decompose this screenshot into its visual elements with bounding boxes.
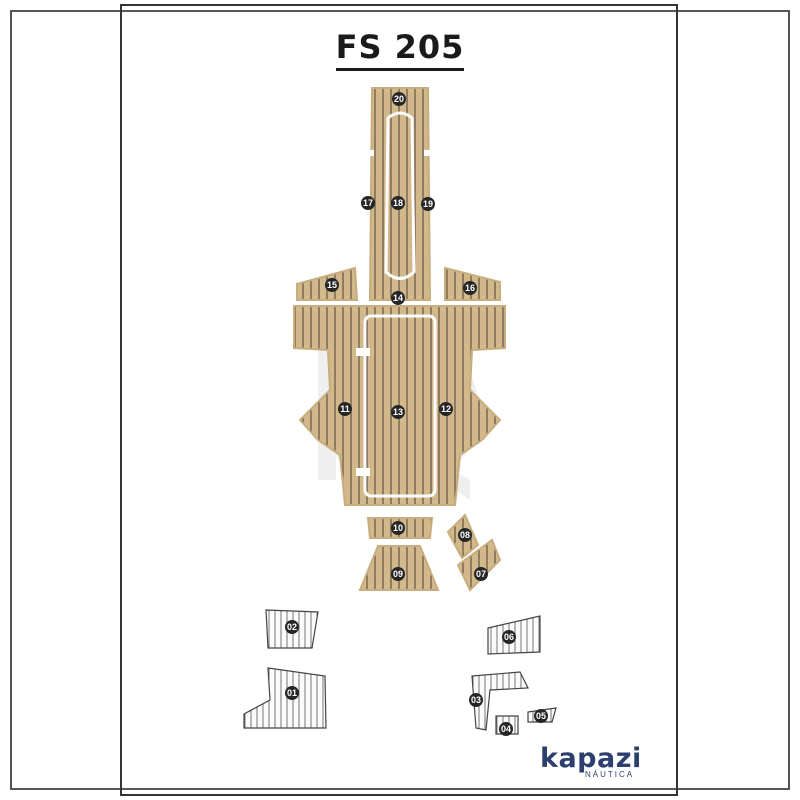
svg-text:12: 12 (441, 404, 451, 414)
outer-frame (10, 10, 790, 790)
deck-piece-07 (456, 538, 502, 592)
piece-labels: 20 17 18 19 15 16 14 11 13 12 10 09 08 0… (285, 92, 548, 736)
svg-text:17: 17 (363, 198, 373, 208)
svg-text:14: 14 (393, 293, 403, 303)
brand-subtitle: NÁUTICA (585, 770, 635, 779)
svg-text:04: 04 (501, 724, 511, 734)
svg-text:11: 11 (340, 404, 350, 414)
svg-text:01: 01 (287, 688, 297, 698)
svg-text:09: 09 (393, 569, 403, 579)
svg-text:03: 03 (471, 695, 481, 705)
svg-text:13: 13 (393, 407, 403, 417)
svg-text:10: 10 (393, 523, 403, 533)
page-title: FS 205 (0, 28, 800, 71)
svg-text:06: 06 (504, 632, 514, 642)
svg-text:07: 07 (476, 569, 486, 579)
svg-text:02: 02 (287, 622, 297, 632)
svg-text:16: 16 (465, 283, 475, 293)
deck-piece-03 (471, 671, 529, 731)
svg-text:15: 15 (327, 280, 337, 290)
brand-logo: kapazi (540, 743, 642, 774)
svg-text:19: 19 (423, 199, 433, 209)
inner-frame (120, 4, 678, 796)
deck-piece-20 (364, 87, 434, 301)
svg-text:08: 08 (460, 530, 470, 540)
deck-piece-01 (243, 667, 327, 729)
svg-text:20: 20 (394, 94, 404, 104)
svg-text:18: 18 (393, 198, 403, 208)
svg-text:05: 05 (536, 711, 546, 721)
